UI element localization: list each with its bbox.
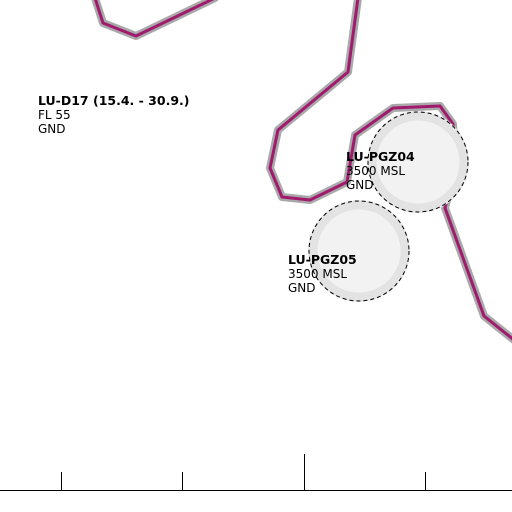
zone-pgz04-fill	[367, 111, 469, 213]
label-lu-d17: LU-D17 (15.4. - 30.9.) FL 55 GND	[38, 93, 189, 136]
airspace-lower-limit: GND	[346, 178, 374, 192]
boundary-line-main	[268, 0, 512, 341]
airspace-boundary	[91, 0, 512, 344]
airspace-upper-limit: 3500 MSL	[288, 267, 347, 281]
zone-pgz05-outline	[308, 200, 410, 302]
airspace-lower-limit: GND	[38, 122, 66, 136]
label-lu-pgz04: LU-PGZ04 3500 MSL GND	[346, 149, 415, 192]
airspace-upper-limit: FL 55	[38, 108, 71, 122]
zone-pgz04-outline	[367, 111, 469, 213]
label-lu-pgz05: LU-PGZ05 3500 MSL GND	[288, 252, 357, 295]
boundary-line-upper	[94, 0, 215, 38]
zone-pgz04-ring	[367, 111, 469, 213]
zone-pgz05[interactable]	[308, 200, 410, 302]
airspace-name: LU-PGZ05	[288, 252, 357, 267]
airspace-name: LU-PGZ04	[346, 149, 415, 164]
airspace-lower-limit: GND	[288, 281, 316, 295]
zone-pgz05-fill	[308, 200, 410, 302]
scale-bar	[0, 454, 512, 491]
airspace-upper-limit: 3500 MSL	[346, 164, 405, 178]
airspace-name: LU-D17 (15.4. - 30.9.)	[38, 93, 189, 108]
zone-pgz05-ring	[308, 200, 410, 302]
zone-pgz04[interactable]	[367, 111, 469, 213]
